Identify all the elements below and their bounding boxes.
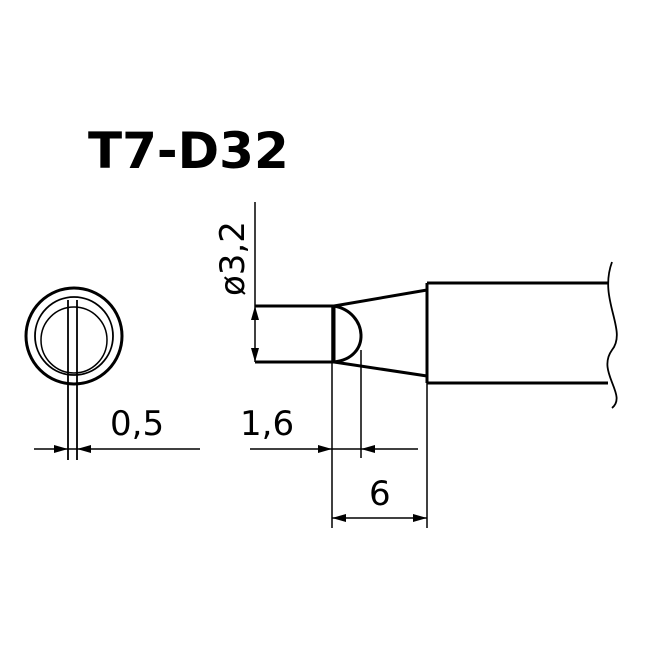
flat-width-label: 1,6 — [240, 404, 294, 444]
diameter-label: ø3,2 — [213, 221, 253, 296]
end-view-inner-circle — [34, 296, 114, 376]
end-view-core-circle — [40, 306, 108, 374]
tip-length-label: 6 — [369, 474, 391, 514]
tip-length-arrow-left — [332, 514, 346, 522]
end-view-outer-circle — [24, 286, 124, 386]
taper-upper-edge — [333, 288, 428, 308]
side-view: ø3,2 1,6 6 — [213, 202, 618, 528]
part-title: T7-D32 — [88, 122, 289, 180]
flat-arrow-right — [361, 445, 375, 453]
tip-curved-face — [333, 304, 363, 364]
flat-arrow-left — [318, 445, 332, 453]
diameter-arrow-top — [251, 306, 259, 320]
slot-arrow-left — [54, 445, 68, 453]
slot-arrow-right — [77, 445, 91, 453]
diameter-arrow-bottom — [251, 348, 259, 362]
end-view: 0,5 — [24, 286, 200, 460]
shank-outline — [425, 281, 608, 385]
taper-lower-edge — [333, 360, 428, 378]
tip-length-arrow-right — [413, 514, 427, 522]
slot-width-label: 0,5 — [110, 404, 164, 444]
break-line — [606, 261, 618, 409]
